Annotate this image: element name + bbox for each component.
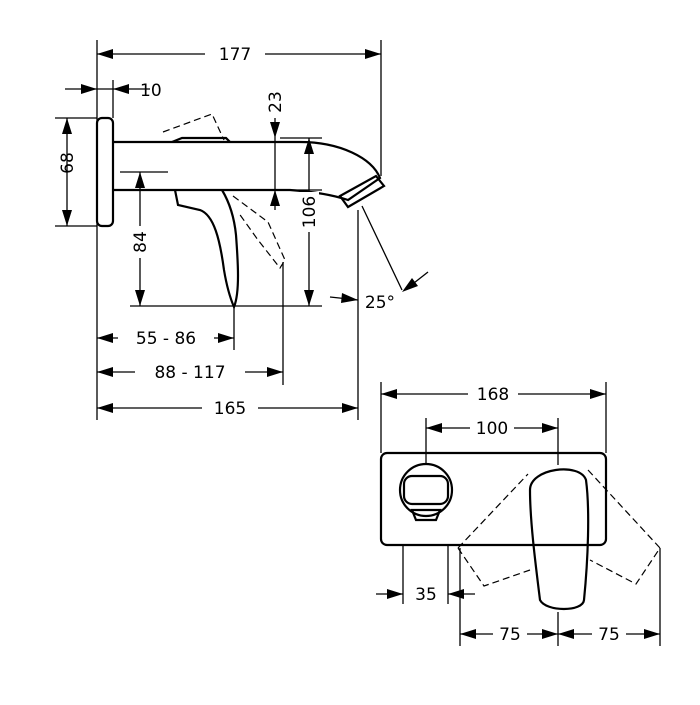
lever-handle-front: [528, 468, 590, 611]
dim-spout-offset: 23: [266, 91, 286, 113]
front-view: 168 100 35 75 75: [376, 382, 661, 646]
dim-handle-travel: 35: [415, 585, 437, 605]
dim-base-length: 165: [214, 399, 246, 419]
handle-alt-position-top: [162, 113, 225, 141]
dim-swing-left: 75: [499, 625, 521, 645]
dim-plate-height: 68: [58, 152, 78, 174]
side-view: 177 10 68 23 106 84 25°: [55, 40, 429, 420]
dim-centre-distance: 100: [476, 419, 508, 439]
wall-plate: [95, 116, 115, 228]
dim-plate-width: 168: [477, 385, 509, 405]
spout-aerator: [338, 174, 386, 209]
dim-outlet-height: 106: [300, 196, 320, 228]
dim-spout-projection-range: 55 - 86: [136, 329, 196, 349]
spout-outlet-ring: [398, 462, 454, 518]
lever-swing-right: [587, 469, 661, 585]
dim-overall-length: 177: [219, 45, 251, 65]
dim-handle-height: 84: [131, 231, 151, 253]
spout-aerator-front: [410, 508, 442, 522]
handle-lever: [173, 189, 240, 310]
spout-outlet-face: [402, 474, 450, 506]
handle-top: [171, 136, 231, 144]
dim-handle-clearance-range: 88 - 117: [154, 363, 225, 383]
dim-swing-right: 75: [598, 625, 620, 645]
dim-plate-thickness: 10: [140, 81, 162, 101]
lever-swing-left: [457, 473, 531, 587]
handle-alt-position-bottom: [232, 195, 286, 270]
spout-body: [113, 140, 382, 202]
dim-outlet-angle: 25°: [365, 293, 395, 313]
cover-plate: [379, 451, 608, 547]
